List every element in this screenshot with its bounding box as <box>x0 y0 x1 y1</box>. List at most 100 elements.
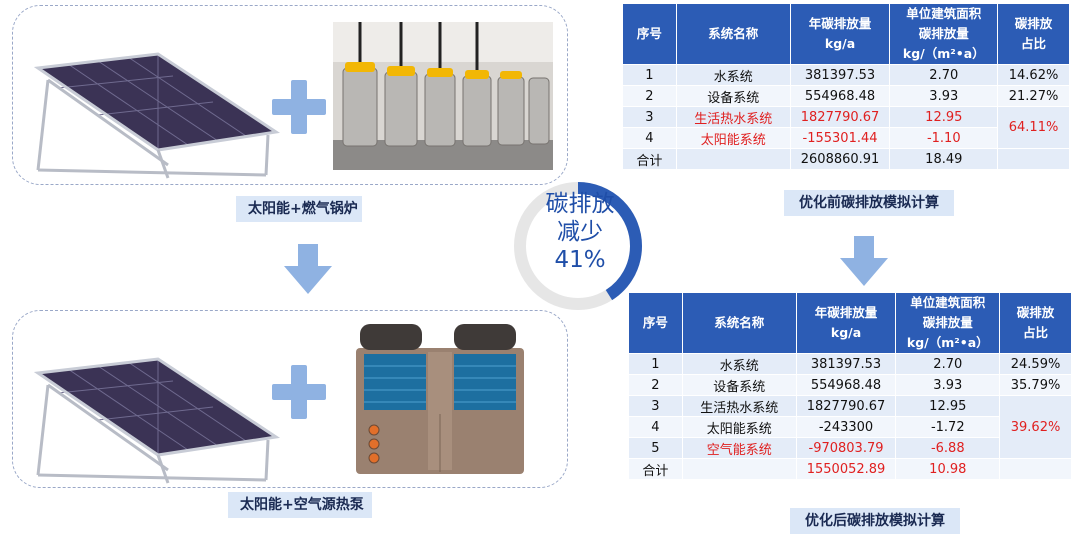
cell-total-annual: 1550052.89 <box>795 458 897 480</box>
table-before: 序号 系统名称 年碳排放量 kg/a 单位建筑面积 碳排放量 kg/（m²•a）… <box>622 3 1070 170</box>
table-row: 4 太阳能系统 -243300 -1.72 <box>628 416 1072 438</box>
cell-empty <box>681 458 797 480</box>
col-annual-line2: kg/a <box>830 325 862 340</box>
col-annual: 年碳排放量 kg/a <box>789 3 891 65</box>
cell-unit: -6.88 <box>895 437 1001 459</box>
col-annual: 年碳排放量 kg/a <box>795 292 897 354</box>
reduction-label: 碳排放 减少 41% <box>515 190 645 274</box>
col-name: 系统名称 <box>681 292 797 354</box>
col-share-line2: 占比 <box>1021 36 1047 51</box>
table-after: 序号 系统名称 年碳排放量 kg/a 单位建筑面积 碳排放量 kg/（m²•a）… <box>628 292 1072 480</box>
col-unit-line3: kg/（m²•a） <box>902 46 985 61</box>
col-share: 碳排放 占比 <box>999 292 1072 354</box>
cell-seq: 3 <box>622 106 677 128</box>
cell-empty <box>997 148 1070 170</box>
cell-unit: 3.93 <box>889 85 999 107</box>
col-unit: 单位建筑面积 碳排放量 kg/（m²•a） <box>889 3 999 65</box>
cell-name: 生活热水系统 <box>675 106 791 128</box>
cell-seq: 5 <box>628 437 683 459</box>
cell-total-unit: 18.49 <box>889 148 999 170</box>
solar-panel-image-top <box>33 52 280 179</box>
cell-name: 生活热水系统 <box>681 395 797 417</box>
plus-icon <box>272 365 326 419</box>
cell-total-label: 合计 <box>622 148 677 170</box>
cell-annual: 381397.53 <box>795 353 897 375</box>
cell-merged-share: 39.62% <box>999 395 1072 459</box>
col-name: 系统名称 <box>675 3 791 65</box>
cell-share: 21.27% <box>997 85 1070 107</box>
cell-annual: -970803.79 <box>795 437 897 459</box>
cell-seq: 2 <box>628 374 683 396</box>
table-row: 5 空气能系统 -970803.79 -6.88 <box>628 437 1072 459</box>
col-annual-line1: 年碳排放量 <box>814 305 878 320</box>
table-row: 2 设备系统 554968.48 3.93 35.79% <box>628 374 1072 396</box>
col-annual-line1: 年碳排放量 <box>808 16 872 31</box>
cell-share: 35.79% <box>999 374 1072 396</box>
cell-seq: 2 <box>622 85 677 107</box>
down-arrow-icon-right <box>840 236 888 286</box>
plus-icon <box>272 80 326 134</box>
reduction-donut <box>514 182 642 310</box>
reduction-value: 41% <box>554 247 606 273</box>
cell-total-unit: 10.98 <box>895 458 1001 480</box>
cell-empty <box>999 458 1072 480</box>
col-unit-line3: kg/（m²•a） <box>906 335 989 350</box>
cell-share: 24.59% <box>999 353 1072 375</box>
cell-name: 水系统 <box>675 64 791 86</box>
cell-empty <box>675 148 791 170</box>
cell-annual: 1827790.67 <box>795 395 897 417</box>
cell-seq: 1 <box>628 353 683 375</box>
col-share-line1: 碳排放 <box>1014 16 1053 31</box>
cell-merged-share: 64.11% <box>997 106 1070 149</box>
air-source-heat-pump-photo <box>356 324 524 474</box>
cell-name: 太阳能系统 <box>675 127 791 149</box>
table-row-total: 合计 2608860.91 18.49 <box>622 148 1070 170</box>
cell-seq: 4 <box>628 416 683 438</box>
col-share: 碳排放 占比 <box>997 3 1070 65</box>
col-seq: 序号 <box>622 3 677 65</box>
cell-unit: 2.70 <box>895 353 1001 375</box>
col-unit: 单位建筑面积 碳排放量 kg/（m²•a） <box>895 292 1001 354</box>
col-unit-line2: 碳排放量 <box>922 315 973 330</box>
reduction-arc <box>514 182 642 310</box>
reduction-line1: 碳排放 <box>545 191 615 217</box>
col-unit-line1: 单位建筑面积 <box>910 295 986 310</box>
table-row: 4 太阳能系统 -155301.44 -1.10 <box>622 127 1070 149</box>
table-before-caption: 优化前碳排放模拟计算 <box>784 190 954 216</box>
table-row: 2 设备系统 554968.48 3.93 21.27% <box>622 85 1070 107</box>
cell-unit: -1.72 <box>895 416 1001 438</box>
cell-seq: 3 <box>628 395 683 417</box>
table-row: 3 生活热水系统 1827790.67 12.95 64.11% <box>622 106 1070 149</box>
top-left-caption: 太阳能+燃气锅炉 <box>236 196 362 222</box>
cell-seq: 4 <box>622 127 677 149</box>
cell-annual: -243300 <box>795 416 897 438</box>
bottom-left-caption: 太阳能+空气源热泵 <box>228 492 372 518</box>
cell-name: 水系统 <box>681 353 797 375</box>
col-seq: 序号 <box>628 292 683 354</box>
cell-annual: 381397.53 <box>789 64 891 86</box>
col-share-line1: 碳排放 <box>1016 305 1055 320</box>
col-unit-line2: 碳排放量 <box>918 26 969 41</box>
gas-boiler-photo <box>333 22 553 170</box>
cell-unit: 2.70 <box>889 64 999 86</box>
cell-share: 14.62% <box>997 64 1070 86</box>
cell-unit: 12.95 <box>895 395 1001 417</box>
cell-annual: -155301.44 <box>789 127 891 149</box>
table-after-caption: 优化后碳排放模拟计算 <box>790 508 960 534</box>
table-row-total: 合计 1550052.89 10.98 <box>628 458 1072 480</box>
cell-annual: 554968.48 <box>789 85 891 107</box>
cell-unit: 12.95 <box>889 106 999 128</box>
col-share-line2: 占比 <box>1023 325 1049 340</box>
table-row: 3 生活热水系统 1827790.67 12.95 39.62% <box>628 395 1072 459</box>
cell-unit: 3.93 <box>895 374 1001 396</box>
cell-total-annual: 2608860.91 <box>789 148 891 170</box>
cell-total-label: 合计 <box>628 458 683 480</box>
col-annual-line2: kg/a <box>824 36 856 51</box>
cell-name: 空气能系统 <box>681 437 797 459</box>
cell-name: 太阳能系统 <box>681 416 797 438</box>
reduction-line2: 减少 <box>557 219 603 245</box>
cell-name: 设备系统 <box>675 85 791 107</box>
table-row: 1 水系统 381397.53 2.70 24.59% <box>628 353 1072 375</box>
table-row: 1 水系统 381397.53 2.70 14.62% <box>622 64 1070 86</box>
col-unit-line1: 单位建筑面积 <box>906 6 982 21</box>
